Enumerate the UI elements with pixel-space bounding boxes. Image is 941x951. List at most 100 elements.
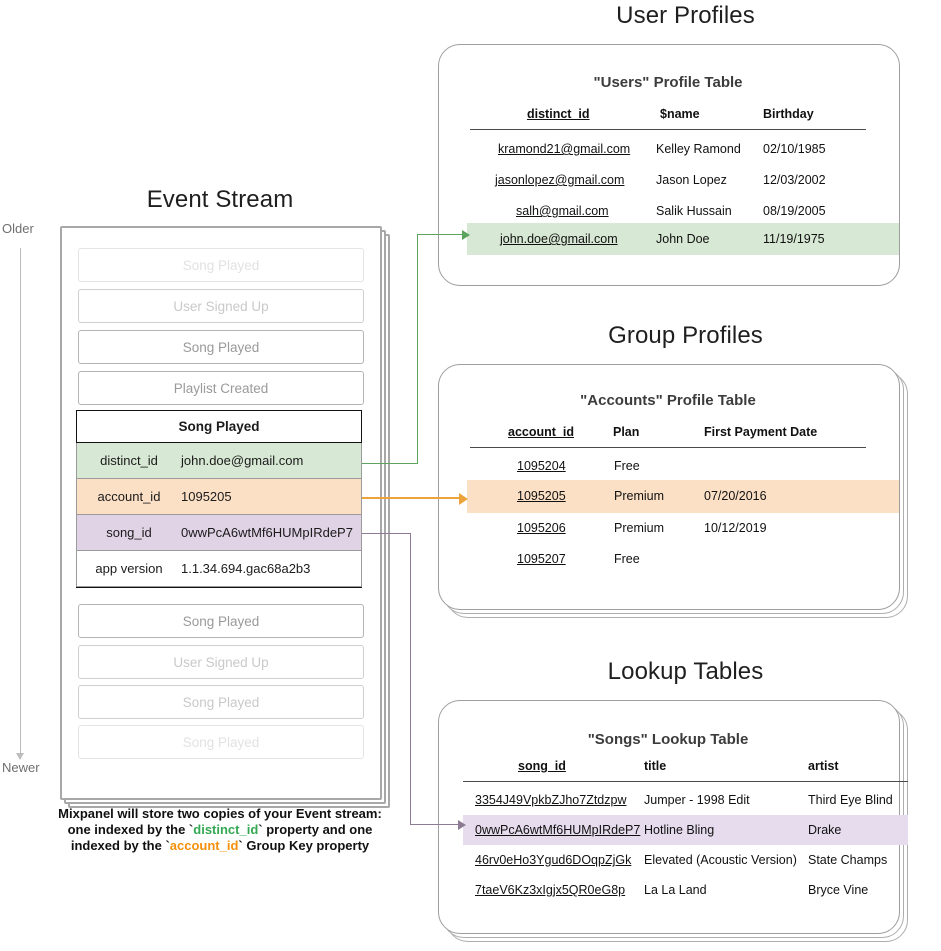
cell-artist: Bryce Vine bbox=[808, 883, 869, 897]
cell-first-payment: 10/12/2019 bbox=[704, 521, 767, 535]
event-row[interactable]: Song Played bbox=[78, 685, 364, 719]
time-axis-arrow-icon bbox=[16, 753, 24, 760]
column-header-account-id: account_id bbox=[508, 425, 574, 439]
caption-line-2: one indexed by the `distinct_id` propert… bbox=[67, 822, 373, 837]
cell-birthday: 12/03/2002 bbox=[763, 173, 826, 187]
column-header-birthday: Birthday bbox=[763, 107, 814, 121]
event-row[interactable]: Song Played bbox=[78, 330, 364, 364]
cell-distinct-id: jasonlopez@gmail.com bbox=[495, 173, 625, 187]
caption-keyword-distinct-id: distinct_id bbox=[193, 822, 259, 837]
table-row[interactable]: 1095204 Free bbox=[438, 451, 898, 481]
property-key: song_id bbox=[106, 525, 152, 540]
caption-keyword-account-id: account_id bbox=[169, 838, 239, 853]
property-key: app version bbox=[95, 561, 163, 576]
accounts-table-header-rule bbox=[470, 447, 866, 449]
event-property-app-version[interactable]: app version 1.1.34.694.gac68a2b3 bbox=[76, 551, 362, 587]
users-table-header-rule bbox=[470, 129, 866, 131]
section-title-group-profiles: Group Profiles bbox=[608, 322, 763, 349]
event-property-song-id[interactable]: song_id 0wwPcA6wtMf6HUMpIRdeP7 bbox=[76, 515, 362, 551]
cell-title: Hotline Bling bbox=[644, 823, 715, 837]
table-row[interactable]: jasonlopez@gmail.com Jason Lopez 12/03/2… bbox=[438, 165, 898, 195]
connector-segment bbox=[410, 533, 412, 825]
cell-account-id: 1095207 bbox=[517, 552, 566, 566]
cell-song-id: 0wwPcA6wtMf6HUMpIRdeP7 bbox=[475, 823, 641, 837]
property-value: 0wwPcA6wtMf6HUMpIRdeP7 bbox=[181, 525, 353, 540]
cell-song-id: 3354J49VpkbZJho7Ztdzpw bbox=[475, 793, 627, 807]
accounts-table-title: "Accounts" Profile Table bbox=[580, 392, 756, 409]
cell-song-id: 46rv0eHo3Ygud6DOqpZjGk bbox=[475, 853, 632, 867]
cell-name: Kelley Ramond bbox=[656, 142, 741, 156]
cell-account-id: 1095206 bbox=[517, 521, 566, 535]
connector-segment bbox=[417, 234, 419, 464]
cell-name: Salik Hussain bbox=[656, 204, 732, 218]
column-header-artist: artist bbox=[808, 759, 839, 773]
cell-artist: Drake bbox=[808, 823, 842, 837]
connector-arrowhead-icon bbox=[462, 230, 470, 240]
axis-label-newer: Newer bbox=[2, 760, 40, 775]
section-title-user-profiles: User Profiles bbox=[616, 2, 755, 29]
column-header-song-id: song_id bbox=[518, 759, 566, 773]
accounts-table: account_id Plan First Payment Date 10952… bbox=[438, 422, 899, 566]
table-row[interactable]: salh@gmail.com Salik Hussain 08/19/2005 bbox=[438, 196, 898, 226]
focused-event-name: Song Played bbox=[77, 411, 361, 443]
cell-distinct-id: kramond21@gmail.com bbox=[498, 142, 631, 156]
section-title-lookup-tables: Lookup Tables bbox=[607, 658, 764, 685]
users-table-header: distinct_id $name Birthday bbox=[438, 104, 898, 130]
property-value: 1095205 bbox=[181, 489, 232, 504]
table-row[interactable]: 1095207 Free bbox=[438, 544, 898, 574]
cell-plan: Premium bbox=[614, 521, 665, 535]
cell-account-id: 1095205 bbox=[517, 489, 566, 503]
cell-distinct-id: salh@gmail.com bbox=[516, 204, 609, 218]
event-property-distinct-id[interactable]: distinct_id john.doe@gmail.com bbox=[76, 443, 362, 479]
event-row[interactable]: Playlist Created bbox=[78, 371, 364, 405]
songs-table-header: song_id title artist bbox=[438, 756, 898, 782]
row-highlight bbox=[467, 223, 899, 255]
users-table: distinct_id $name Birthday kramond21@gma… bbox=[438, 104, 899, 255]
connector-segment bbox=[362, 463, 418, 465]
table-row[interactable]: 7taeV6Kz3xIgjx5QR0eG8p La La Land Bryce … bbox=[438, 875, 898, 905]
column-header-title: title bbox=[644, 759, 667, 773]
table-row-highlighted[interactable]: john.doe@gmail.com John Doe 11/19/1975 bbox=[438, 223, 899, 255]
event-row[interactable]: Song Played bbox=[78, 604, 364, 638]
row-highlight bbox=[467, 480, 899, 513]
axis-label-older: Older bbox=[2, 221, 34, 236]
cell-distinct-id: john.doe@gmail.com bbox=[500, 232, 618, 246]
connector-segment bbox=[362, 533, 411, 535]
event-row[interactable]: Song Played bbox=[78, 725, 364, 759]
property-key: account_id bbox=[97, 489, 161, 504]
property-value: john.doe@gmail.com bbox=[181, 453, 304, 468]
cell-account-id: 1095204 bbox=[517, 459, 566, 473]
event-row[interactable]: Song Played bbox=[78, 248, 364, 282]
cell-plan: Free bbox=[614, 459, 640, 473]
connector-segment bbox=[417, 234, 464, 236]
caption-line-3: indexed by the `account_id` Group Key pr… bbox=[70, 838, 370, 853]
accounts-table-header: account_id Plan First Payment Date bbox=[438, 422, 898, 448]
table-row[interactable]: 46rv0eHo3Ygud6DOqpZjGk Elevated (Acousti… bbox=[438, 845, 898, 875]
event-row[interactable]: User Signed Up bbox=[78, 289, 364, 323]
event-row[interactable]: User Signed Up bbox=[78, 645, 364, 679]
cell-song-id: 7taeV6Kz3xIgjx5QR0eG8p bbox=[475, 883, 626, 897]
column-header-first-payment-date: First Payment Date bbox=[704, 425, 818, 439]
event-property-account-id[interactable]: account_id 1095205 bbox=[76, 479, 362, 515]
cell-name: John Doe bbox=[656, 232, 710, 246]
users-table-title: "Users" Profile Table bbox=[593, 74, 743, 91]
focused-event-card[interactable]: Song Played distinct_id john.doe@gmail.c… bbox=[76, 410, 362, 588]
table-row-highlighted[interactable]: 1095205 Premium 07/20/2016 bbox=[438, 480, 899, 513]
connector-segment bbox=[362, 497, 462, 499]
table-row[interactable]: kramond21@gmail.com Kelley Ramond 02/10/… bbox=[438, 134, 898, 164]
table-row-highlighted[interactable]: 0wwPcA6wtMf6HUMpIRdeP7 Hotline Bling Dra… bbox=[438, 815, 908, 845]
cell-artist: State Champs bbox=[808, 853, 888, 867]
cell-title: Elevated (Acoustic Version) bbox=[644, 853, 797, 867]
cell-plan: Premium bbox=[614, 489, 665, 503]
connector-arrowhead-icon bbox=[458, 820, 466, 830]
table-row[interactable]: 3354J49VpkbZJho7Ztdzpw Jumper - 1998 Edi… bbox=[438, 785, 898, 815]
connector-segment bbox=[410, 824, 460, 826]
songs-table: song_id title artist 3354J49VpkbZJho7Ztd… bbox=[438, 756, 908, 897]
songs-table-title: "Songs" Lookup Table bbox=[587, 731, 749, 748]
connector-arrowhead-icon bbox=[459, 493, 468, 505]
table-row[interactable]: 1095206 Premium 10/12/2019 bbox=[438, 513, 898, 543]
column-header-plan: Plan bbox=[613, 425, 640, 439]
column-header-distinct-id: distinct_id bbox=[527, 107, 590, 121]
cell-first-payment: 07/20/2016 bbox=[704, 489, 767, 503]
